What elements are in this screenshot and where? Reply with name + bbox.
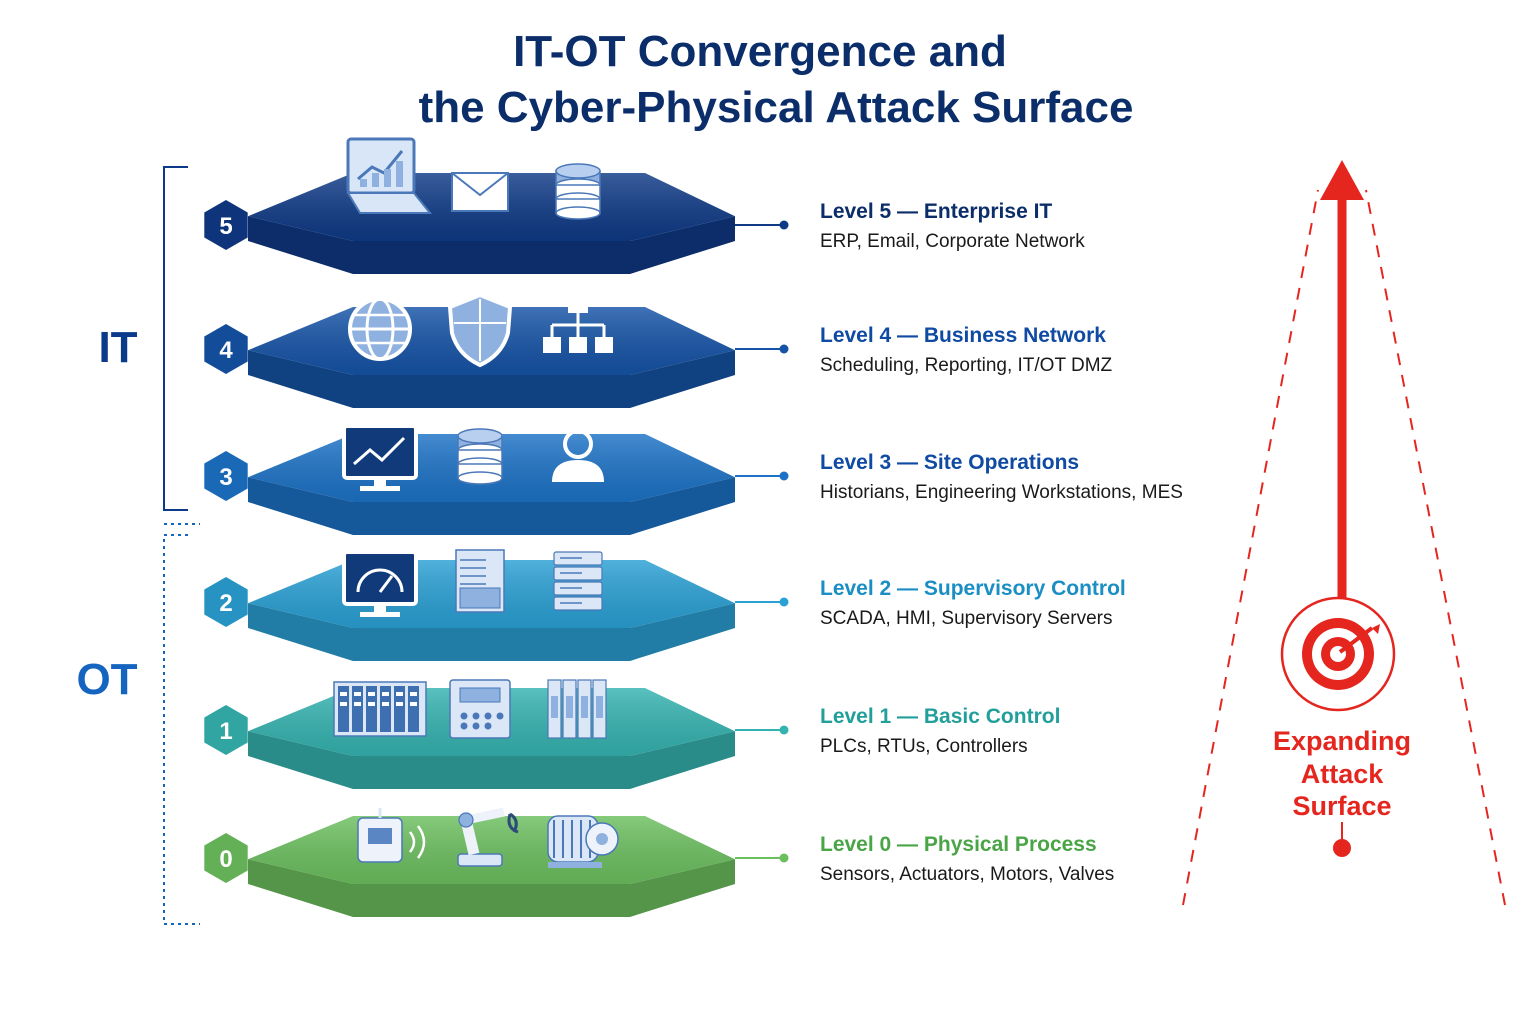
level-connector-dot: [779, 344, 789, 354]
level-title: Level 3 — Site Operations: [820, 451, 1079, 474]
layer-side-3: [248, 477, 735, 535]
server-rack-icon: [553, 551, 603, 611]
level-description: Historians, Engineering Workstations, ME…: [820, 482, 1183, 503]
level-description: SCADA, HMI, Supervisory Servers: [820, 608, 1112, 629]
database-icon: [457, 428, 503, 485]
database-icon: [555, 163, 601, 220]
level-connector-dot: [779, 471, 789, 481]
level-title: Level 1 — Basic Control: [820, 705, 1060, 728]
wireless-sensor-icon: [357, 795, 426, 863]
level-badge-1: [204, 705, 248, 755]
email-icon: [451, 172, 509, 212]
layer-side-1: [248, 731, 735, 789]
level-title: Level 2 — Supervisory Control: [820, 577, 1126, 600]
level-badge-number: 2: [219, 590, 232, 617]
level-connector-dot: [779, 220, 789, 230]
level-description: PLCs, RTUs, Controllers: [820, 736, 1028, 757]
user-icon: [552, 429, 604, 482]
monitor-gauge-icon: [342, 550, 418, 617]
laptop-chart-icon: [346, 137, 433, 214]
monitor-chart-icon: [342, 424, 418, 491]
attack-origin-dot: [1333, 839, 1351, 857]
level-badge-0: [204, 833, 248, 883]
ot-label: OT: [76, 655, 137, 704]
level-connector-dot: [779, 597, 789, 607]
level-badge-number: 3: [219, 464, 232, 491]
attack-label-line-1: Expanding: [1273, 726, 1411, 756]
attack-label-line-3: Surface: [1292, 791, 1391, 821]
layer-side-5: [248, 216, 735, 274]
title-line-1: IT-OT Convergence and: [513, 27, 1007, 76]
level-badge-number: 1: [219, 718, 232, 745]
layer-side-2: [248, 603, 735, 661]
level-badge-number: 0: [219, 846, 232, 873]
globe-icon: [348, 297, 412, 361]
attack-cone-right-edge: [1365, 189, 1506, 906]
layer-level-5: 5 Level 5 — Enterprise IT ERP, Email, Corp…: [204, 137, 1085, 274]
plc-rack-icon: [333, 681, 427, 737]
it-bracket: [163, 166, 200, 525]
io-module-icon: [547, 679, 607, 739]
server-cabinet-icon: [455, 549, 505, 613]
layer-side-0: [248, 859, 735, 917]
level-connector-dot: [779, 725, 789, 735]
title-line-2: the Cyber-Physical Attack Surface: [419, 83, 1134, 132]
ot-bracket: [163, 534, 200, 925]
level-title: Level 5 — Enterprise IT: [820, 200, 1052, 223]
attack-cone-left-edge: [1182, 189, 1319, 906]
robot-arm-icon: [457, 807, 519, 867]
level-badge-number: 4: [219, 337, 233, 364]
shield-icon: [447, 292, 513, 368]
attack-arrow-head: [1320, 160, 1364, 200]
it-label: IT: [98, 323, 137, 372]
layer-stack: 5 Level 5 — Enterprise IT ERP, Email, Corp…: [204, 137, 1183, 917]
level-title: Level 0 — Physical Process: [820, 833, 1097, 856]
layer-side-4: [248, 350, 735, 408]
target-icon: [1280, 596, 1396, 712]
controller-panel-icon: [449, 679, 511, 739]
level-description: Scheduling, Reporting, IT/OT DMZ: [820, 355, 1113, 376]
attack-label-line-2: Attack: [1301, 759, 1385, 789]
level-badge-3: [204, 451, 248, 501]
level-badge-4: [204, 324, 248, 374]
electric-motor-icon: [547, 815, 619, 868]
level-description: Sensors, Actuators, Motors, Valves: [820, 864, 1114, 885]
level-badge-5: [204, 200, 248, 250]
level-title: Level 4 — Business Network: [820, 324, 1106, 347]
level-badge-number: 5: [219, 213, 232, 240]
level-connector-dot: [779, 853, 789, 863]
network-hierarchy-icon: [543, 297, 613, 353]
level-badge-2: [204, 577, 248, 627]
level-description: ERP, Email, Corporate Network: [820, 231, 1085, 252]
attack-surface-graphic: Expanding Attack Surface: [1182, 160, 1506, 906]
